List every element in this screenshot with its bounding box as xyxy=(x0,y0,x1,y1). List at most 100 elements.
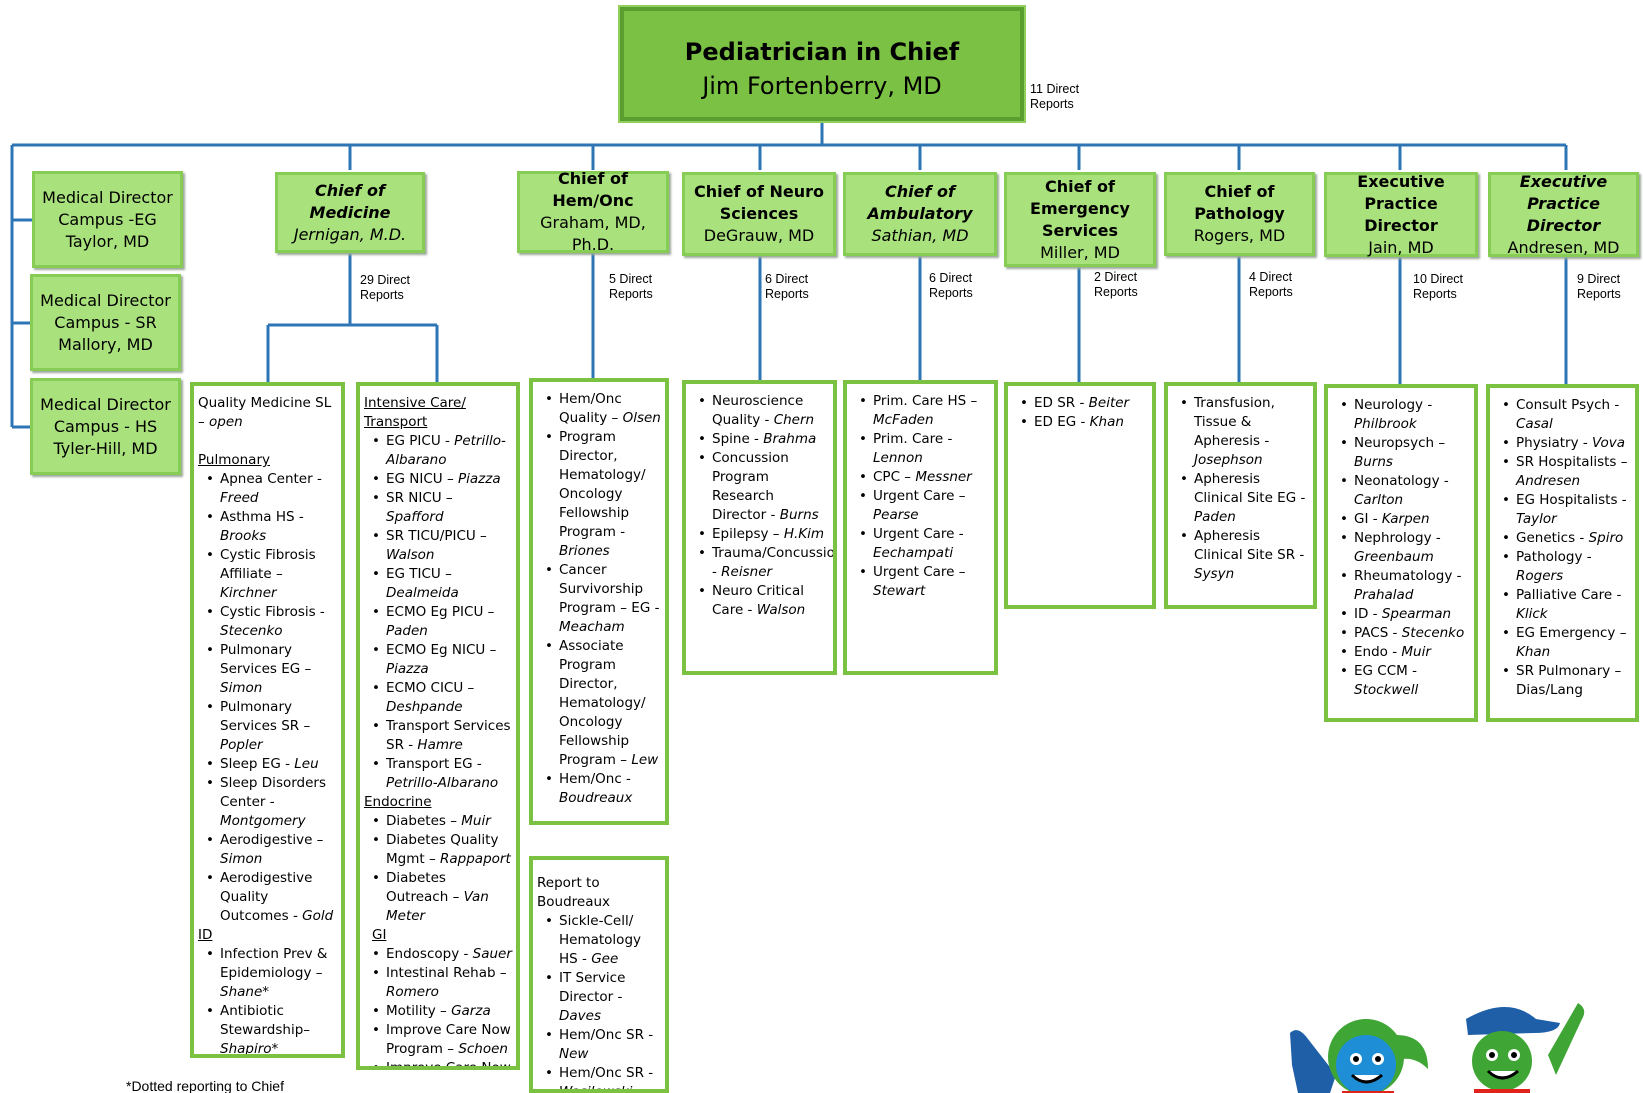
item-role: Diabetes Quality Mgmt – xyxy=(386,832,499,867)
item-role: Pulmonary Services SR – xyxy=(220,699,311,734)
item-person: Freed xyxy=(220,490,259,506)
item-role: Intestinal Rehab – xyxy=(386,965,507,981)
item-role: Sleep Disorders Center - xyxy=(220,775,327,810)
item-role: EG Emergency – xyxy=(1516,625,1627,641)
item-role: Cystic Fibrosis Affiliate – xyxy=(220,547,316,582)
item-role: Associate Program Director, Hematology/ … xyxy=(559,638,646,768)
icu-list: EG PICU - Petrillo-AlbaranoEG NICU – Pia… xyxy=(364,432,512,793)
top-direct-reports: 11 Direct Reports xyxy=(1030,82,1080,111)
list-item: Neurology - Philbrook xyxy=(1332,396,1470,434)
ambulatory-direct-reports: 6 Direct Reports xyxy=(929,271,973,300)
list-item: Physiatry - Vova xyxy=(1494,434,1631,453)
item-role: ED EG - xyxy=(1034,414,1086,430)
item-role: EG Hospitalists - xyxy=(1516,492,1627,508)
chief-medicine-name: Jernigan, M.D. xyxy=(293,224,407,244)
chief-ambulatory-title: Chief of Ambulatory xyxy=(867,182,973,223)
item-role: Cancer Survivorship Program – EG - xyxy=(559,562,660,616)
ambulatory-list: Prim. Care HS – McFadenPrim. Care - Lenn… xyxy=(851,392,990,601)
list-item: Pulmonary Services SR – Popler xyxy=(198,698,337,755)
item-role: Diabetes – xyxy=(386,813,457,829)
chief-ambulatory-box: Chief of Ambulatory Sathian, MD xyxy=(843,172,997,256)
list-item: EG TICU – Dealmeida xyxy=(364,565,512,603)
item-person: Simon xyxy=(220,851,263,867)
item-person: Dealmeida xyxy=(386,585,459,601)
list-item: ECMO Eg NICU – Piazza xyxy=(364,641,512,679)
item-person: Wasilewski-Masker xyxy=(559,1084,638,1093)
item-person: Carlton xyxy=(1354,492,1404,508)
item-role: ID - xyxy=(1354,606,1378,622)
item-person: Beiter xyxy=(1088,395,1130,411)
chief-medicine-box: Chief of Medicine Jernigan, M.D. xyxy=(275,172,425,253)
emergency-list: ED SR - BeiterED EG - Khan xyxy=(1012,394,1148,432)
item-role: Apheresis Clinical Site EG - xyxy=(1194,471,1306,506)
exec-director-andresen-box: Executive Practice Director Andresen, MD xyxy=(1488,172,1639,257)
chief-emergency-name: Miller, MD xyxy=(1040,242,1120,262)
list-item: Intestinal Rehab – Romero xyxy=(364,964,512,1002)
item-role: Neuroscience Quality - xyxy=(712,393,804,428)
item-role: Sleep EG - xyxy=(220,756,290,772)
item-role: GI - xyxy=(1354,511,1378,527)
item-role: Asthma HS - xyxy=(220,509,304,525)
list-item: Palliative Care - Klick xyxy=(1494,586,1631,624)
chief-hemonc-title: Chief of Hem/Onc xyxy=(552,169,634,210)
list-item: Associate Program Director, Hematology/ … xyxy=(537,637,661,770)
emergency-list-box: ED SR - BeiterED EG - Khan xyxy=(1004,382,1156,609)
list-item: Apheresis Clinical Site EG - Paden xyxy=(1172,470,1309,527)
pediatrician-in-chief-box: Pediatrician in Chief Jim Fortenberry, M… xyxy=(618,5,1026,123)
item-role: Pulmonary Services EG – xyxy=(220,642,312,677)
item-person: Walson xyxy=(386,547,435,563)
quality-medicine-header: Quality Medicine SL – open xyxy=(198,395,332,430)
list-item: Nephrology - Greenbaum xyxy=(1332,529,1470,567)
item-person: Chern xyxy=(773,412,815,428)
exec1-list: Neurology - PhilbrookNeuropsych – BurnsN… xyxy=(1332,396,1470,700)
list-item: EG NICU – Piazza xyxy=(364,470,512,489)
list-item: SR NICU – Spafford xyxy=(364,489,512,527)
item-role: SR Hospitalists – xyxy=(1516,454,1628,470)
item-person: Simon xyxy=(220,680,263,696)
item-role: Nephrology - xyxy=(1354,530,1441,546)
list-item: SR TICU/PICU – Walson xyxy=(364,527,512,565)
item-role: Neuropsych – xyxy=(1354,435,1446,451)
item-person: Prahalad xyxy=(1354,587,1414,603)
item-person: Brooks xyxy=(220,528,267,544)
chief-pathology-name: Rogers, MD xyxy=(1193,226,1286,245)
list-item: SR Pulmonary – Dias/Lang xyxy=(1494,662,1631,700)
list-item: Motility – Garza xyxy=(364,1002,512,1021)
exec1-direct-reports: 10 Direct Reports xyxy=(1413,272,1464,301)
item-role: Antibiotic Stewardship– xyxy=(220,1003,311,1038)
list-item: Program Director, Hematology/ Oncology F… xyxy=(537,428,661,561)
list-item: Diabetes Outreach – Van Meter xyxy=(364,869,512,926)
item-role: Hem/Onc SR - xyxy=(559,1027,654,1043)
list-item: Pulmonary Services EG – Simon xyxy=(198,641,337,698)
boy-figure xyxy=(1466,1003,1585,1093)
list-item: Aerodigestive – Simon xyxy=(198,831,337,869)
campus-director-hs-box: Medical Director Campus - HS Tyler-Hill,… xyxy=(30,378,181,475)
exec1-list-box: Neurology - PhilbrookNeuropsych – BurnsN… xyxy=(1324,384,1478,722)
item-role: ECMO Eg NICU – xyxy=(386,642,497,658)
list-item: EG Emergency – Khan xyxy=(1494,624,1631,662)
campus-director-hs-title: Medical Director Campus - HS xyxy=(40,394,171,436)
list-item: Neuro Critical Care - Walson xyxy=(690,582,829,620)
list-item: Urgent Care – Stewart xyxy=(851,563,990,601)
item-role: CPC – xyxy=(873,469,912,485)
list-item: Apnea Center - Freed xyxy=(198,470,337,508)
boudreaux-list-box: Report to Boudreaux Sickle-Cell/ Hematol… xyxy=(529,856,669,1093)
item-person: Greenbaum xyxy=(1354,549,1434,565)
list-item: Hem/Onc - Boudreaux xyxy=(537,770,661,808)
item-role: Transfusion, Tissue & Apheresis - xyxy=(1194,395,1275,449)
item-role: Transport Services SR - xyxy=(386,718,511,753)
neuro-list: Neuroscience Quality - ChernSpine - Brah… xyxy=(690,392,833,620)
id-section-label: ID xyxy=(198,927,213,943)
top-title: Pediatrician in Chief xyxy=(684,38,960,66)
item-role: Hem/Onc Quality – xyxy=(559,391,622,426)
list-item: Improve Care Now Program – Schoen xyxy=(364,1021,512,1059)
item-role: Neurology - xyxy=(1354,397,1433,413)
item-role: ED SR - xyxy=(1034,395,1085,411)
ambulatory-list-box: Prim. Care HS – McFadenPrim. Care - Lenn… xyxy=(843,380,998,675)
item-person: New xyxy=(559,1046,589,1062)
list-item: Asthma HS - Brooks xyxy=(198,508,337,546)
campus-director-hs-name: Tyler-Hill, MD xyxy=(53,438,158,458)
list-item: ED SR - Beiter xyxy=(1012,394,1148,413)
item-person: Piazza xyxy=(386,661,429,677)
